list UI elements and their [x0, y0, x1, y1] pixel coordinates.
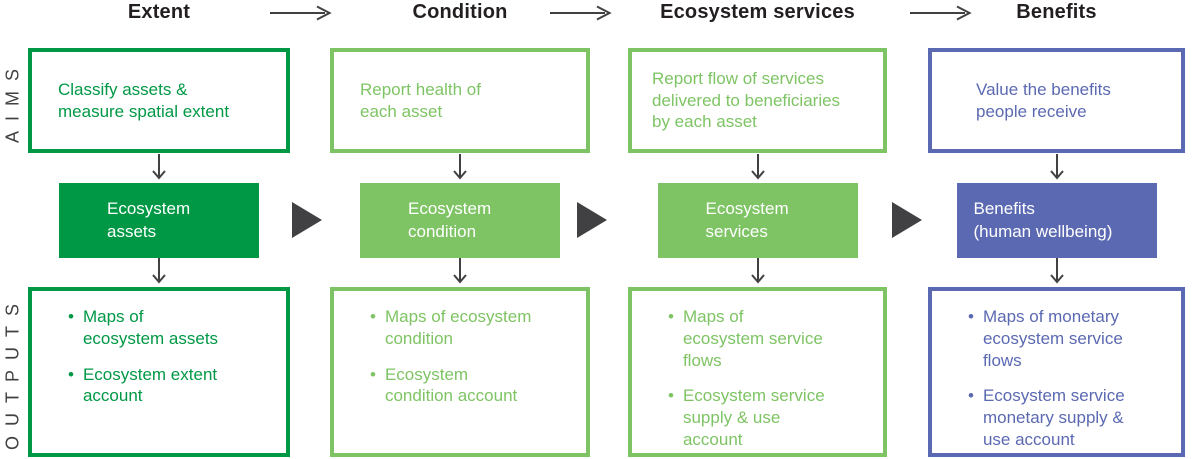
down-arrow-icon [152, 154, 166, 180]
outputs-row-label: OUTPUTS [2, 293, 23, 451]
aims-box-condition: Report health of each asset [330, 48, 590, 153]
aims-box-benefits: Value the benefits people receive [928, 48, 1185, 153]
bullet-icon: • [68, 307, 74, 326]
right-arrow-icon [550, 5, 612, 21]
stage-triangle-arrow-icon [292, 202, 322, 238]
aim-text: Classify assets & measure spatial extent [58, 79, 230, 121]
stage-box-ecosystem-condition: Ecosystem condition [360, 183, 560, 258]
aim-text: Report health of each asset [360, 79, 481, 121]
output-item: • Ecosystem service monetary supply & us… [968, 386, 1125, 449]
bullet-icon: • [668, 386, 674, 406]
column-condition: Condition Report health of each asset Ec… [330, 0, 590, 459]
down-arrow-icon [750, 154, 765, 180]
bullet-icon: • [370, 307, 376, 326]
stage-header-condition: Condition [412, 1, 508, 23]
stage-box-ecosystem-services: Ecosystem services [657, 183, 858, 258]
bullet-icon: • [68, 364, 74, 384]
bullet-icon: • [968, 386, 974, 406]
output-item: • Ecosystem service supply & use account [668, 386, 825, 449]
down-arrow-icon [152, 258, 166, 284]
aims-row-label: AIMS [2, 58, 23, 143]
right-arrow-icon [910, 5, 972, 21]
column-ecosystem-services: Ecosystem services Report flow of servic… [628, 0, 887, 459]
stage-header-extent: Extent [127, 1, 191, 23]
stage-text: Benefits (human wellbeing) [973, 199, 1113, 241]
right-arrow-icon [270, 5, 332, 21]
down-arrow-icon [1049, 258, 1064, 284]
column-benefits: Benefits Value the benefits people recei… [928, 0, 1185, 459]
output-item: • Maps of monetary ecosystem service flo… [968, 307, 1123, 370]
aim-text: Value the benefits people receive [976, 79, 1111, 121]
stage-text: Ecosystem condition [408, 199, 492, 241]
outputs-box-extent: • Maps of ecosystem assets • Ecosystem e… [28, 287, 290, 457]
down-arrow-icon [750, 258, 765, 284]
down-arrow-icon [453, 258, 467, 284]
stage-triangle-arrow-icon [892, 202, 922, 238]
stage-header-ecosystem-services: Ecosystem services [660, 1, 855, 23]
aims-box-extent: Classify assets & measure spatial extent [28, 48, 290, 153]
outputs-box-benefits: • Maps of monetary ecosystem service flo… [928, 287, 1185, 457]
output-item: • Maps of ecosystem service flows [668, 307, 823, 370]
bullet-icon: • [968, 307, 974, 326]
stage-text: Ecosystem assets [107, 199, 191, 241]
stage-box-benefits: Benefits (human wellbeing) [956, 183, 1157, 258]
stage-header-benefits: Benefits [1016, 1, 1097, 23]
outputs-box-condition: • Maps of ecosystem condition • Ecosyste… [330, 287, 590, 457]
output-item: • Maps of ecosystem assets [68, 307, 219, 348]
aims-box-ecosystem-services: Report flow of services delivered to ben… [628, 48, 887, 153]
down-arrow-icon [453, 154, 467, 180]
bullet-icon: • [668, 307, 674, 326]
stage-text: Ecosystem services [705, 199, 789, 241]
column-extent: Extent Classify assets & measure spatial… [28, 0, 290, 459]
outputs-box-ecosystem-services: • Maps of ecosystem service flows • Ecos… [628, 287, 887, 457]
output-item: • Maps of ecosystem condition [370, 307, 532, 348]
output-item: • Ecosystem extent account [68, 364, 218, 406]
output-item: • Ecosystem condition account [370, 364, 518, 406]
aim-text: Report flow of services delivered to ben… [652, 68, 841, 132]
stage-triangle-arrow-icon [577, 202, 607, 238]
stage-box-ecosystem-assets: Ecosystem assets [59, 183, 259, 258]
down-arrow-icon [1049, 154, 1064, 180]
bullet-icon: • [370, 364, 376, 384]
